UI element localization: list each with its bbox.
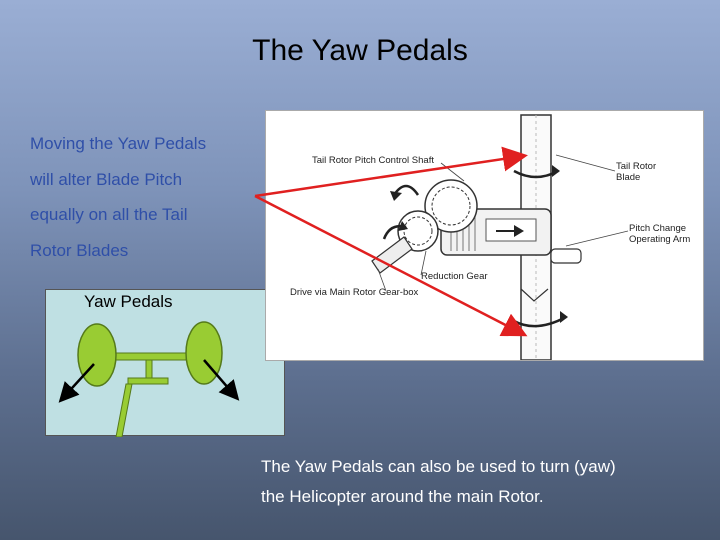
left-pedal-arrow bbox=[58, 363, 95, 403]
yaw-turn-line: the Helicopter around the main Rotor. bbox=[261, 487, 544, 506]
pedal-stem bbox=[115, 383, 133, 437]
shaft-direction-arrow bbox=[496, 225, 524, 237]
pitch-change-arm bbox=[550, 248, 582, 264]
label-drive-gearbox: Drive via Main Rotor Gear-box bbox=[290, 287, 419, 298]
callout-arrow-lower-blade bbox=[254, 194, 528, 337]
yaw-pedals-drawing bbox=[58, 321, 240, 437]
slide-title: The Yaw Pedals bbox=[252, 34, 468, 67]
pedal-description-line: Rotor Blades bbox=[30, 240, 129, 260]
pedal-description: Moving the Yaw Pedals will alter Blade P… bbox=[30, 126, 255, 268]
pedal-base bbox=[127, 377, 169, 385]
label-tail-rotor-blade-1: Tail Rotor bbox=[616, 161, 657, 172]
tail-rotor-drawing bbox=[371, 114, 629, 360]
yaw-turn-line: The Yaw Pedals can also be used to turn … bbox=[261, 457, 616, 476]
yaw-pedals-label: Yaw Pedals bbox=[84, 292, 173, 311]
label-pitch-change-2: Operating Arm bbox=[629, 234, 691, 245]
yaw-pedals-illustration: Yaw Pedals bbox=[45, 289, 285, 437]
yaw-turn-description: The Yaw Pedals can also be used to turn … bbox=[261, 452, 711, 512]
label-tail-rotor-blade-2: Blade bbox=[616, 172, 641, 183]
pedal-description-line: equally on all the Tail bbox=[30, 205, 188, 224]
label-pitch-change-1: Pitch Change bbox=[629, 223, 687, 234]
pedal-description-line: Moving the Yaw Pedals bbox=[30, 134, 207, 153]
right-pedal-arrow bbox=[203, 359, 240, 401]
label-pitch-control-shaft: Tail Rotor Pitch Control Shaft bbox=[312, 155, 434, 166]
tail-rotor-diagram: Tail Rotor Pitch Control Shaft Tail Roto… bbox=[265, 110, 704, 361]
label-reduction-gear: Reduction Gear bbox=[421, 271, 488, 282]
callout-arrow-upper-blade bbox=[254, 146, 528, 198]
pedal-description-line: will alter Blade Pitch bbox=[30, 169, 183, 189]
drive-shaft bbox=[371, 236, 413, 274]
drive-gear bbox=[424, 179, 478, 233]
